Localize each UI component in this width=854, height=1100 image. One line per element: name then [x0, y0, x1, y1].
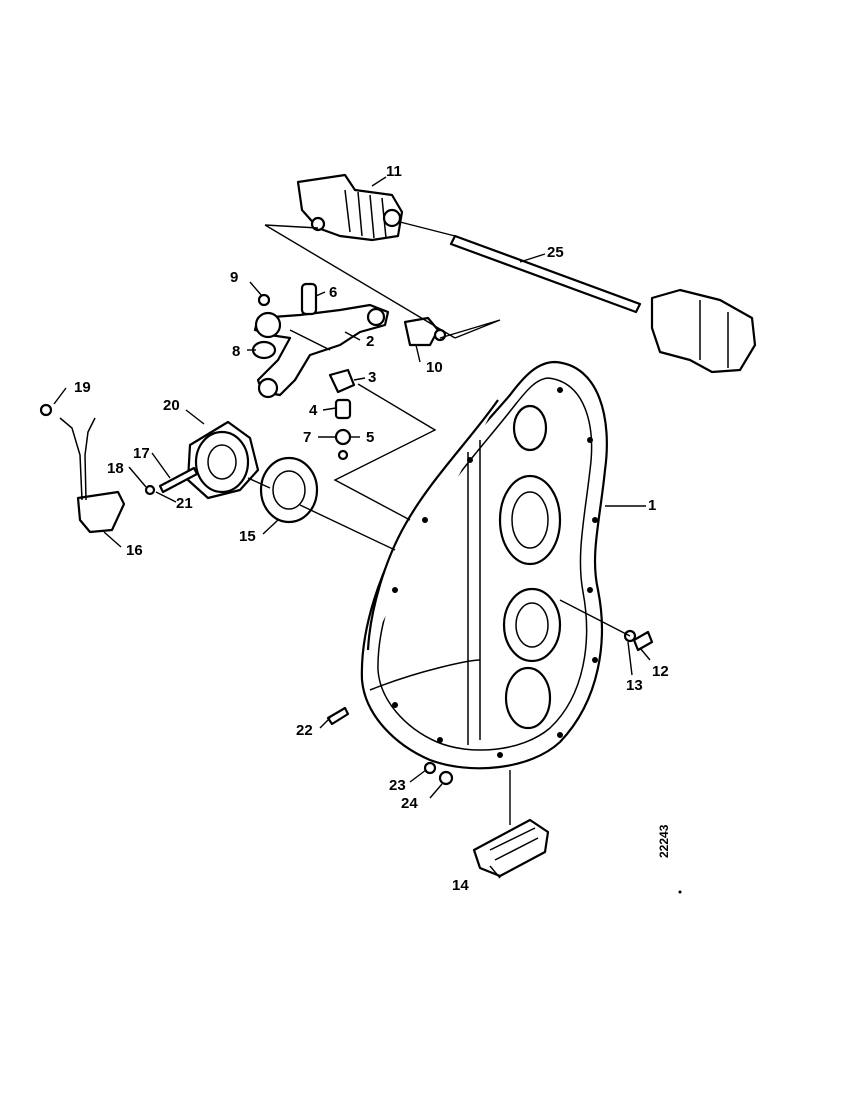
misc-fasteners — [326, 629, 654, 786]
part-6-pin — [300, 282, 318, 316]
callout-3: 3 — [368, 369, 376, 386]
part-2-shift-lever — [253, 303, 390, 399]
part-3-block — [328, 368, 356, 394]
callout-16: 16 — [126, 542, 143, 559]
part-9-nut — [257, 293, 271, 307]
callout-19: 19 — [74, 379, 91, 396]
part-23-washer — [423, 761, 437, 775]
part-17-screw — [144, 466, 199, 496]
callout-labels: 1 2 3 4 5 6 7 8 9 10 11 12 13 14 15 16 1… — [74, 163, 669, 894]
part-14-bracket — [472, 818, 550, 878]
callout-23: 23 — [389, 777, 406, 794]
callout-7: 7 — [303, 429, 311, 446]
callout-10: 10 — [426, 359, 443, 376]
leader-lines — [53, 176, 651, 879]
callout-11: 11 — [386, 163, 402, 180]
callout-5: 5 — [366, 429, 374, 446]
callout-12: 12 — [652, 663, 669, 680]
callout-1: 1 — [648, 497, 656, 514]
callout-24: 24 — [401, 795, 418, 812]
part-1-timing-cover — [360, 360, 608, 770]
callout-17: 17 — [133, 445, 150, 462]
part-12-bolt — [632, 630, 654, 652]
part-11-cable-boot — [296, 173, 404, 242]
part-8-bushing — [251, 340, 277, 360]
callout-14: 14 — [452, 877, 469, 894]
part-15-seal-ring — [259, 456, 319, 524]
callout-25: 25 — [547, 244, 564, 261]
part-16-sensor-wire — [39, 403, 126, 534]
callout-22: 22 — [296, 722, 313, 739]
part-19-terminal — [39, 403, 53, 417]
callout-13: 13 — [626, 677, 643, 694]
part-10-boot — [403, 316, 440, 347]
part-24-nut — [438, 770, 454, 786]
callout-8: 8 — [232, 343, 240, 360]
part-5-washer — [334, 428, 352, 446]
callout-9: 9 — [230, 269, 238, 286]
callout-4: 4 — [309, 402, 318, 419]
part-22-stud — [326, 706, 350, 726]
callout-15: 15 — [239, 528, 256, 545]
part-25-rod — [449, 234, 757, 374]
callout-21: 21 — [176, 495, 193, 512]
callout-6: 6 — [329, 284, 337, 301]
callout-18: 18 — [107, 460, 124, 477]
callout-2: 2 — [366, 333, 374, 350]
part-20-seal-housing — [186, 420, 260, 500]
drawing-number: 22243 — [657, 824, 671, 858]
part-4-spacer — [334, 398, 352, 420]
callout-20: 20 — [163, 397, 180, 414]
